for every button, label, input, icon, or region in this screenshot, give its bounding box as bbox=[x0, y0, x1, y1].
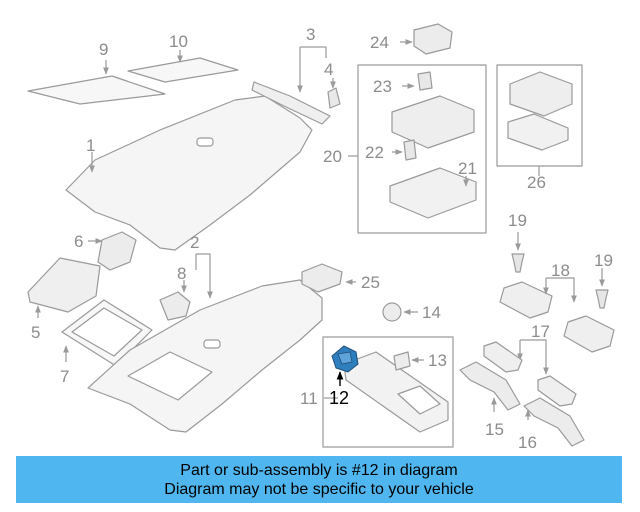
bracket-18-left bbox=[499, 281, 553, 319]
assembly-box-11 bbox=[322, 336, 454, 448]
callout-19-left: 19 bbox=[508, 211, 527, 230]
lamp-housing bbox=[509, 71, 573, 117]
callout-5: 5 bbox=[31, 323, 40, 342]
callout-25: 25 bbox=[361, 273, 380, 292]
clip-4 bbox=[327, 87, 341, 109]
console-5 bbox=[27, 257, 101, 313]
callout-11: 11 bbox=[300, 389, 318, 408]
callout-4: 4 bbox=[324, 60, 333, 79]
grab-handle-15 bbox=[459, 361, 521, 411]
callout-17: 17 bbox=[531, 322, 550, 341]
callout-14: 14 bbox=[422, 303, 441, 322]
callout-7: 7 bbox=[60, 367, 69, 386]
callout-10: 10 bbox=[169, 32, 188, 51]
clip-8 bbox=[159, 291, 191, 321]
bracket-18-right bbox=[563, 315, 615, 353]
callout-6: 6 bbox=[74, 232, 83, 251]
headliner-lower-opening bbox=[127, 351, 213, 401]
callout-16: 16 bbox=[518, 433, 537, 452]
assembly-box-20 bbox=[357, 64, 487, 234]
banner-line-part: Part or sub-assembly is #12 in diagram bbox=[180, 461, 458, 479]
info-banner: Part or sub-assembly is #12 in diagram D… bbox=[16, 456, 622, 503]
callout-20: 20 bbox=[323, 147, 342, 166]
headliner-lower-slot bbox=[203, 339, 221, 349]
parts-diagram: 1 2 3 4 5 6 7 8 9 10 11 12 13 14 15 16 1… bbox=[27, 23, 615, 452]
headliner-lower bbox=[87, 279, 323, 433]
callout-22: 22 bbox=[365, 143, 384, 162]
callout-13: 13 bbox=[428, 351, 447, 370]
sunshade-panel-10 bbox=[127, 57, 239, 83]
highlighted-part-12[interactable] bbox=[331, 345, 359, 373]
callout-23: 23 bbox=[373, 77, 392, 96]
callout-12[interactable]: 12 bbox=[329, 388, 349, 408]
lamp-25 bbox=[301, 263, 343, 293]
part-23 bbox=[417, 71, 433, 91]
lamp-lens bbox=[507, 113, 569, 151]
part-24 bbox=[413, 23, 453, 55]
callout-19-right: 19 bbox=[594, 251, 613, 270]
bracket-6 bbox=[97, 231, 137, 271]
grommet-14 bbox=[382, 302, 402, 322]
grab-handle-16 bbox=[523, 397, 585, 447]
part-22 bbox=[403, 139, 417, 161]
banner-line-disclaimer: Diagram may not be specific to your vehi… bbox=[164, 480, 474, 498]
clip-17-left bbox=[483, 341, 523, 373]
headliner-upper bbox=[65, 95, 313, 251]
callout-21: 21 bbox=[458, 159, 477, 178]
callout-18: 18 bbox=[551, 261, 570, 280]
callout-26: 26 bbox=[527, 173, 546, 192]
callout-15: 15 bbox=[485, 420, 504, 439]
callout-24: 24 bbox=[370, 33, 389, 52]
console-frame bbox=[391, 95, 475, 149]
console-cover bbox=[389, 167, 477, 219]
bolt-19-left bbox=[511, 253, 525, 273]
clip-17-right bbox=[537, 375, 577, 407]
part-13 bbox=[393, 351, 411, 371]
roof-trim-strip bbox=[251, 81, 331, 125]
callout-8: 8 bbox=[177, 264, 186, 283]
callout-3: 3 bbox=[306, 25, 315, 44]
bolt-19-right bbox=[595, 289, 609, 309]
visor-mirror bbox=[397, 385, 441, 415]
callout-2: 2 bbox=[190, 233, 199, 252]
sunshade-panel-9 bbox=[27, 75, 166, 105]
headliner-upper-slot bbox=[196, 137, 214, 147]
callout-9: 9 bbox=[99, 40, 108, 59]
callout-1: 1 bbox=[86, 136, 95, 155]
